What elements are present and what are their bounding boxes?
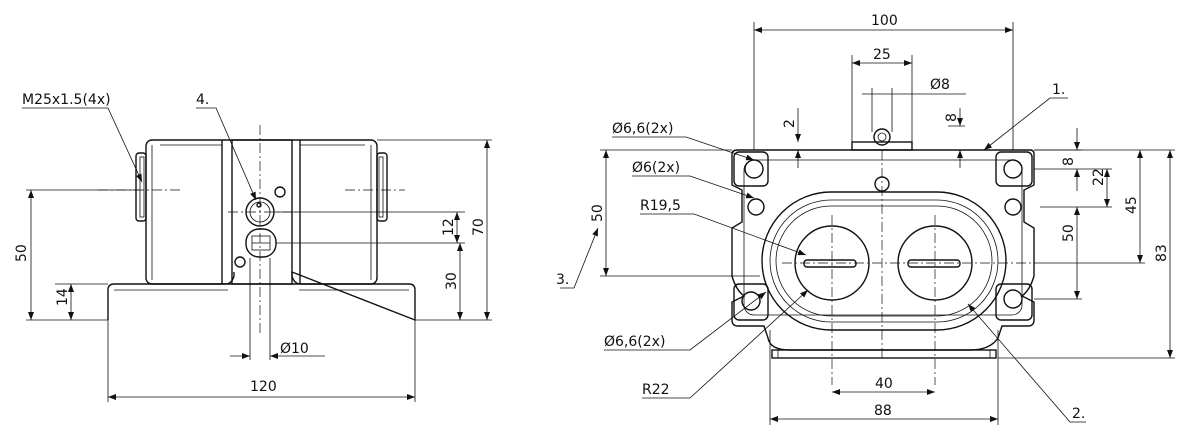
hole-6-label: Ø6(2x) bbox=[632, 160, 680, 176]
dim-100: 100 bbox=[871, 13, 898, 29]
dim-70: 70 bbox=[471, 218, 487, 236]
dim-50-left: 50 bbox=[590, 204, 606, 222]
radius-195-label: R19,5 bbox=[640, 198, 681, 214]
dim-45: 45 bbox=[1124, 196, 1140, 214]
dim-12: 12 bbox=[441, 218, 457, 236]
dim-30: 30 bbox=[444, 272, 460, 290]
dim-8-right: 8 bbox=[1061, 157, 1077, 166]
hole-66-top-label: Ø6,6(2x) bbox=[612, 121, 673, 137]
top-view bbox=[731, 128, 1040, 385]
left-gland bbox=[135, 152, 147, 222]
front-view bbox=[98, 125, 416, 335]
dim-8-top: 8 bbox=[944, 113, 960, 122]
radius-22-label: R22 bbox=[642, 382, 670, 398]
dim-dia-8: Ø8 bbox=[930, 77, 950, 93]
mount-hole-tl bbox=[744, 159, 764, 179]
dim-22: 22 bbox=[1091, 168, 1107, 186]
right-gland bbox=[376, 152, 388, 222]
dim-25: 25 bbox=[873, 47, 891, 63]
mount-hole-br bbox=[1003, 289, 1023, 309]
dim-dia-10: Ø10 bbox=[280, 341, 309, 357]
item-2-label: 2. bbox=[1072, 406, 1085, 422]
front-dimensions bbox=[22, 107, 492, 402]
dim-120: 120 bbox=[250, 379, 277, 395]
top-dimensions bbox=[560, 22, 1175, 425]
dim-2: 2 bbox=[782, 119, 798, 128]
mount-hole-bl bbox=[741, 291, 761, 311]
item-1-label: 1. bbox=[1052, 82, 1065, 98]
dim-83: 83 bbox=[1154, 244, 1170, 262]
dim-50-front: 50 bbox=[14, 244, 30, 262]
gasket-outer bbox=[761, 191, 1007, 331]
hole-66-bottom-label: Ø6,6(2x) bbox=[604, 334, 665, 350]
thread-label: M25x1.5(4x) bbox=[22, 92, 111, 108]
dim-40: 40 bbox=[875, 376, 893, 392]
dim-50-right: 50 bbox=[1061, 224, 1077, 242]
mount-hole-tr bbox=[1003, 159, 1023, 179]
base-flange bbox=[107, 270, 416, 322]
item-3-label: 3. bbox=[556, 272, 569, 288]
dim-88: 88 bbox=[874, 403, 892, 419]
dim-14: 14 bbox=[55, 288, 71, 306]
item-4-label: 4. bbox=[196, 92, 209, 108]
